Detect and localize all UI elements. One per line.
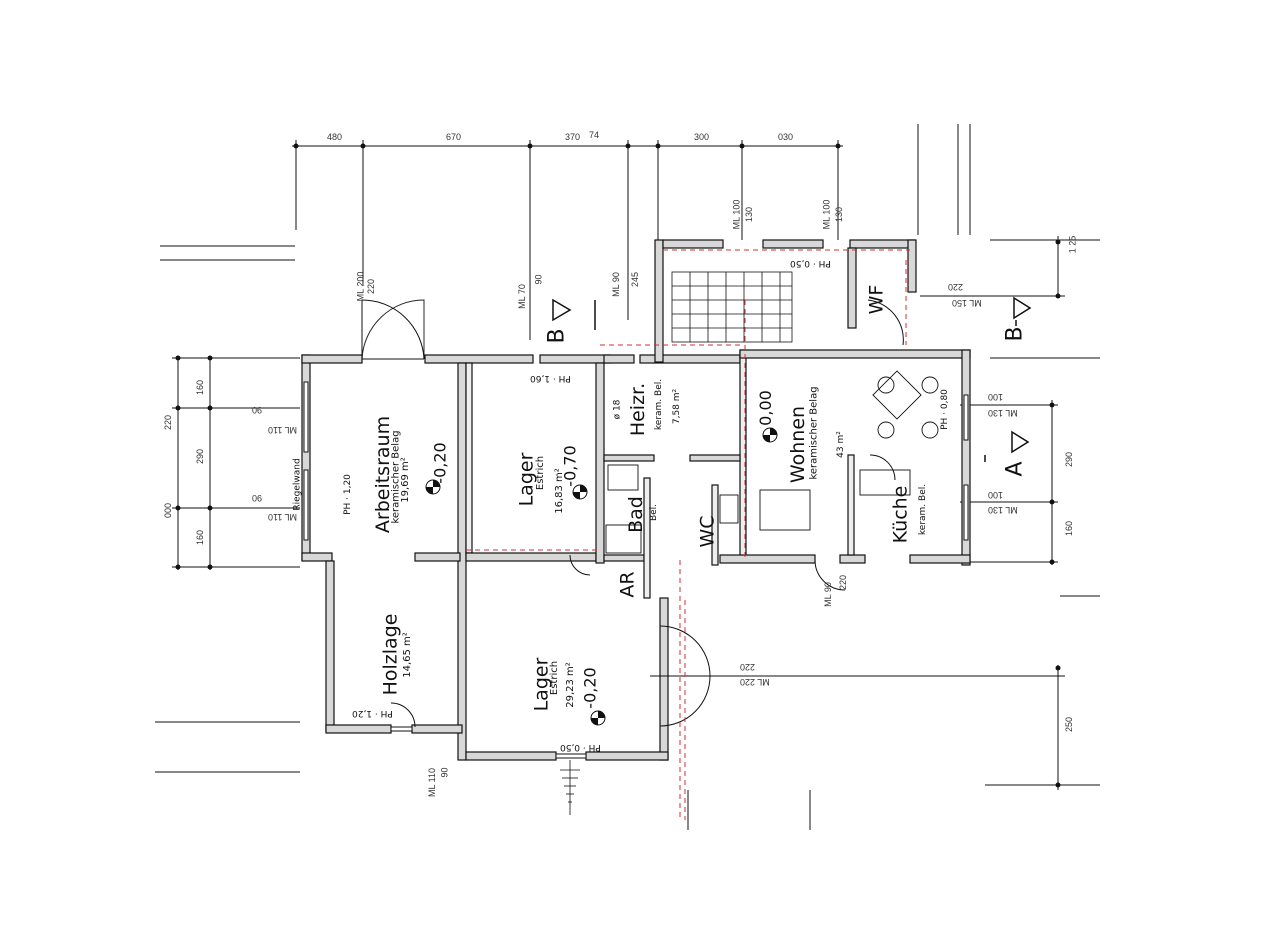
- ml-5: ML 90: [610, 272, 621, 297]
- ml-7: ML 100: [731, 199, 742, 230]
- ml-4: 90: [533, 274, 544, 285]
- room-wohnen-level: 0,00: [755, 390, 775, 426]
- room-lager-lower-level: -0,20: [580, 667, 600, 709]
- dim-top-3: 370: [565, 132, 581, 142]
- windows: [303, 381, 969, 759]
- ml-15: ML 150: [952, 298, 982, 308]
- ml-8: 130: [744, 206, 755, 223]
- ml-3: ML 70: [516, 284, 527, 309]
- ml-25: ML 110: [427, 767, 438, 798]
- room-lager-lower-floor: Estrich: [549, 660, 561, 696]
- room-wohnen-floor: keramischer Belag: [808, 386, 820, 480]
- ml-11: ML 110: [268, 425, 298, 435]
- ml-2: 220: [366, 278, 377, 295]
- ml-24: 220: [838, 574, 849, 591]
- ml-12: 90: [252, 405, 263, 415]
- dim-left-2: 220: [163, 414, 174, 431]
- note-riegelwand: Riegelwand: [292, 458, 303, 511]
- dim-top-6: 030: [778, 132, 794, 142]
- ml-16: 220: [948, 282, 964, 292]
- room-lager-upper-name: Lager: [515, 452, 538, 507]
- note-ph-160: PH · 1,60: [530, 373, 571, 383]
- dim-left-1: 160: [195, 379, 206, 396]
- room-lager-upper-level: -0,70: [560, 445, 580, 487]
- room-wc-name: WC: [696, 515, 719, 548]
- room-arbeitsraum-area: 19,69 m²: [399, 457, 411, 503]
- dim-left-4: 160: [195, 529, 206, 546]
- ml-23: ML 90: [822, 582, 833, 607]
- room-holzlage-name: Holzlage: [379, 613, 402, 696]
- ml-19: ML 130: [988, 505, 1018, 515]
- room-lager-lower-area: 29,23 m²: [564, 662, 576, 708]
- walls: [301, 239, 971, 761]
- room-arbeitsraum-level: -0,20: [430, 442, 450, 484]
- note-ph-120-b: PH · 1,20: [352, 708, 393, 718]
- room-heizr-name: Heizr.: [627, 382, 650, 437]
- section-label-b-right: B: [1002, 326, 1028, 342]
- level-markers: [425, 427, 778, 726]
- note-ph-080: PH · 0,80: [939, 389, 950, 430]
- door-swings: [361, 299, 904, 728]
- note-ph-050-a: PH · 0,50: [560, 742, 601, 752]
- room-kueche-name: Küche: [889, 485, 912, 544]
- ml-17: ML 130: [988, 408, 1018, 418]
- staircase: [560, 271, 793, 815]
- room-wohnen-area: 43 m²: [835, 431, 846, 458]
- room-heizr-area: 7,58 m²: [672, 388, 683, 425]
- note-ph-050-b: PH · 0,50: [790, 258, 831, 268]
- dim-right-1: 1 25: [1067, 235, 1078, 254]
- service-lines: [466, 249, 910, 820]
- ml-10: 130: [834, 206, 845, 223]
- dim-right-2: 290: [1064, 451, 1075, 468]
- ml-18: 100: [988, 392, 1004, 402]
- note-diameter: ø 18: [612, 399, 623, 420]
- ml-6: 245: [630, 271, 641, 288]
- ml-9: ML 100: [821, 199, 832, 230]
- ml-1: ML 200: [355, 271, 366, 302]
- ml-26: 90: [439, 767, 450, 778]
- room-holzlage-area: 14,65 m²: [401, 632, 413, 678]
- section-label-b-top: B: [544, 328, 570, 344]
- section-arrows: [552, 296, 1032, 462]
- note-ph-120-a: PH · 1,20: [342, 474, 353, 515]
- dim-left-3: 290: [195, 448, 206, 465]
- dim-right-4: 250: [1064, 716, 1075, 733]
- ml-13: ML 110: [268, 512, 298, 522]
- room-heizr-floor: keram. Bel.: [654, 378, 665, 431]
- ml-20: 100: [988, 490, 1004, 500]
- room-kueche-floor: keram. Bel.: [918, 483, 929, 536]
- dim-top-1: 480: [327, 132, 343, 142]
- dim-right-3: 160: [1064, 520, 1075, 537]
- room-wf-name: WF: [865, 284, 888, 315]
- dim-top-2: 670: [446, 132, 462, 142]
- section-label-a-right: A: [1002, 461, 1028, 477]
- room-bad-floor: Bel.: [649, 503, 660, 522]
- dim-left-5: 000: [163, 502, 174, 519]
- room-ar-name: AR: [616, 571, 639, 598]
- dim-top-5: 300: [694, 132, 710, 142]
- dim-top-4: 74: [589, 130, 600, 140]
- room-lager-upper-floor: Estrich: [535, 455, 547, 491]
- ml-21: ML 220: [740, 677, 770, 687]
- room-bad-name: Bad: [624, 496, 647, 533]
- room-wohnen-name: Wohnen: [787, 405, 810, 484]
- ml-14: 90: [252, 493, 263, 503]
- ml-22: 220: [740, 662, 756, 672]
- furniture: [605, 370, 939, 554]
